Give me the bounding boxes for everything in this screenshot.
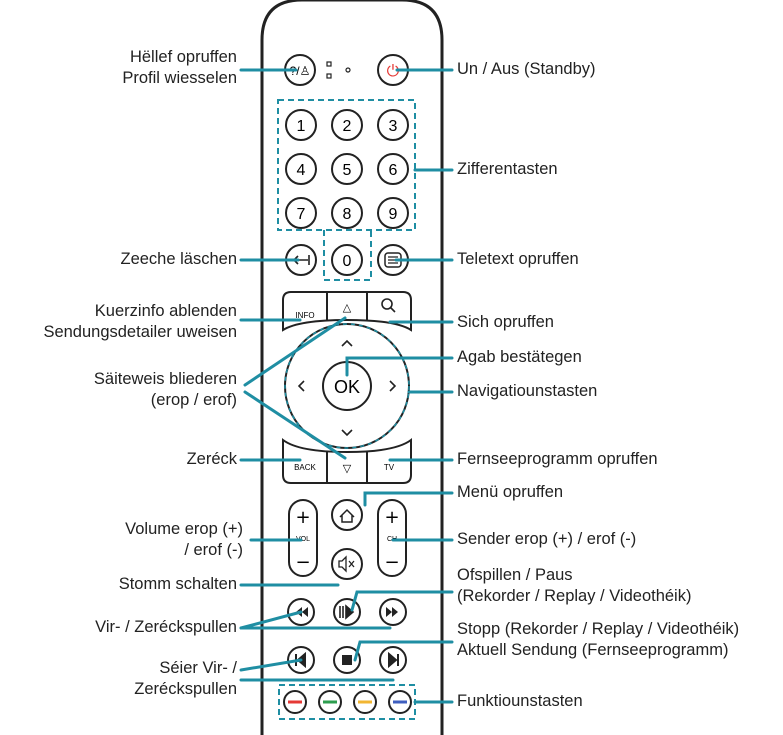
digit-button-6[interactable] <box>377 153 409 185</box>
label-back: Zeréck <box>186 450 237 468</box>
dpad-frame-bottom <box>282 438 412 484</box>
ch-plus-icon: + <box>384 507 399 528</box>
label-help: Hëllef opruffen Profil wiesselen <box>122 48 237 87</box>
leader-ok <box>345 356 454 377</box>
label-channel: Sender erop (+) / erof (-) <box>457 530 637 548</box>
power-icon: ⏻ <box>387 61 400 80</box>
fast-forward-icon <box>386 607 398 617</box>
label-nav: Navigatiounstasten <box>457 382 598 400</box>
arrow-down-icon[interactable] <box>341 429 353 437</box>
digit-button-5[interactable] <box>331 153 363 185</box>
digit-button-9[interactable] <box>377 197 409 229</box>
label-teletext: Teletext opruffen <box>457 250 579 268</box>
search-icon-handle <box>390 307 396 313</box>
tv-button[interactable]: TV <box>384 463 395 472</box>
digit-button-0[interactable] <box>331 244 363 276</box>
callout-lines <box>239 68 454 704</box>
delete-icon <box>293 255 310 265</box>
digit-label-6: 6 <box>389 162 398 179</box>
label-delete: Zeeche läschen <box>120 250 238 268</box>
arrow-up-icon[interactable] <box>341 339 353 347</box>
search-icon[interactable] <box>381 298 393 310</box>
digit-button-3[interactable] <box>377 109 409 141</box>
digit-label-0: 0 <box>343 253 352 270</box>
page-down-icon[interactable]: ▽ <box>343 462 352 475</box>
digits-box <box>277 99 416 231</box>
leader-play <box>350 590 454 612</box>
dpad-frame <box>282 291 412 332</box>
leader-rewind-a <box>239 610 303 630</box>
digit-label-9: 9 <box>389 206 398 223</box>
digit-label-1: 1 <box>297 118 306 135</box>
page-up-icon[interactable]: △ <box>343 301 352 314</box>
mute-icon <box>338 555 355 573</box>
zero-box <box>323 230 372 281</box>
ok-label: OK <box>334 377 360 397</box>
label-epg: Fernseeprogramm opruffen <box>457 450 658 468</box>
label-play: Ofspillen / Paus (Rekorder / Replay / Vi… <box>457 566 692 605</box>
leader-page-down <box>243 390 347 460</box>
digit-button-4[interactable] <box>285 153 317 185</box>
help-button-glyph: ?/♙ <box>290 64 311 78</box>
label-search: Sich opruffen <box>457 313 554 331</box>
leader-stop <box>353 640 454 662</box>
label-power: Un / Aus (Standby) <box>457 60 596 78</box>
label-menu: Menü opruffen <box>457 483 564 501</box>
label-rewind: Vir- / Zeréckspullen <box>95 618 237 636</box>
stop-icon <box>342 655 352 665</box>
label-function: Funktiounstasten <box>457 692 583 710</box>
digit-label-4: 4 <box>297 162 306 179</box>
digit-button-1[interactable] <box>285 109 317 141</box>
home-button[interactable] <box>331 499 363 531</box>
mute-button[interactable] <box>331 548 363 580</box>
volume-rocker[interactable] <box>288 499 318 577</box>
skip-forward-icon <box>388 651 399 669</box>
led-dot <box>326 73 332 79</box>
label-info: Kuerzinfo ablenden Sendungsdetailer uwei… <box>43 302 237 341</box>
channel-rocker[interactable] <box>377 499 407 577</box>
info-button[interactable]: INFO <box>295 311 314 320</box>
label-mute: Stomm schalten <box>118 575 237 593</box>
vol-minus-icon: − <box>295 552 310 573</box>
digit-label-5: 5 <box>343 162 352 179</box>
digit-label-8: 8 <box>343 206 352 223</box>
digit-buttons: 1 2 3 4 5 6 7 8 9 0 <box>285 109 409 276</box>
digit-label-3: 3 <box>389 118 398 135</box>
label-digits: Zifferentasten <box>457 160 558 178</box>
label-stop: Stopp (Rekorder / Replay / Videothéik) A… <box>457 620 740 659</box>
label-ok: Agab bestätegen <box>457 348 582 366</box>
home-icon <box>339 508 355 523</box>
digit-button-8[interactable] <box>331 197 363 229</box>
led-dot <box>345 67 351 73</box>
leader-page-up <box>243 316 347 387</box>
leader-skip-a <box>239 658 303 672</box>
digit-button-2[interactable] <box>331 109 363 141</box>
arrow-left-icon[interactable] <box>297 380 305 392</box>
led-dot <box>326 61 332 67</box>
digit-label-7: 7 <box>297 206 306 223</box>
digit-button-7[interactable] <box>285 197 317 229</box>
arrow-right-icon[interactable] <box>389 380 397 392</box>
label-volume: Volume erop (+) / erof (-) <box>125 520 243 559</box>
vol-plus-icon: + <box>295 507 310 528</box>
back-button[interactable]: BACK <box>294 463 316 472</box>
dpad-ring-guide <box>284 323 410 449</box>
digit-label-2: 2 <box>343 118 352 135</box>
leader-menu <box>363 491 454 507</box>
play-pause-icon <box>339 604 355 620</box>
label-page: Säiteweis bliederen (erop / erof) <box>93 370 237 409</box>
label-skip: Séier Vir- / Zeréckspullen <box>134 659 237 698</box>
vol-label: VOL <box>296 536 310 543</box>
ch-minus-icon: − <box>384 552 399 573</box>
